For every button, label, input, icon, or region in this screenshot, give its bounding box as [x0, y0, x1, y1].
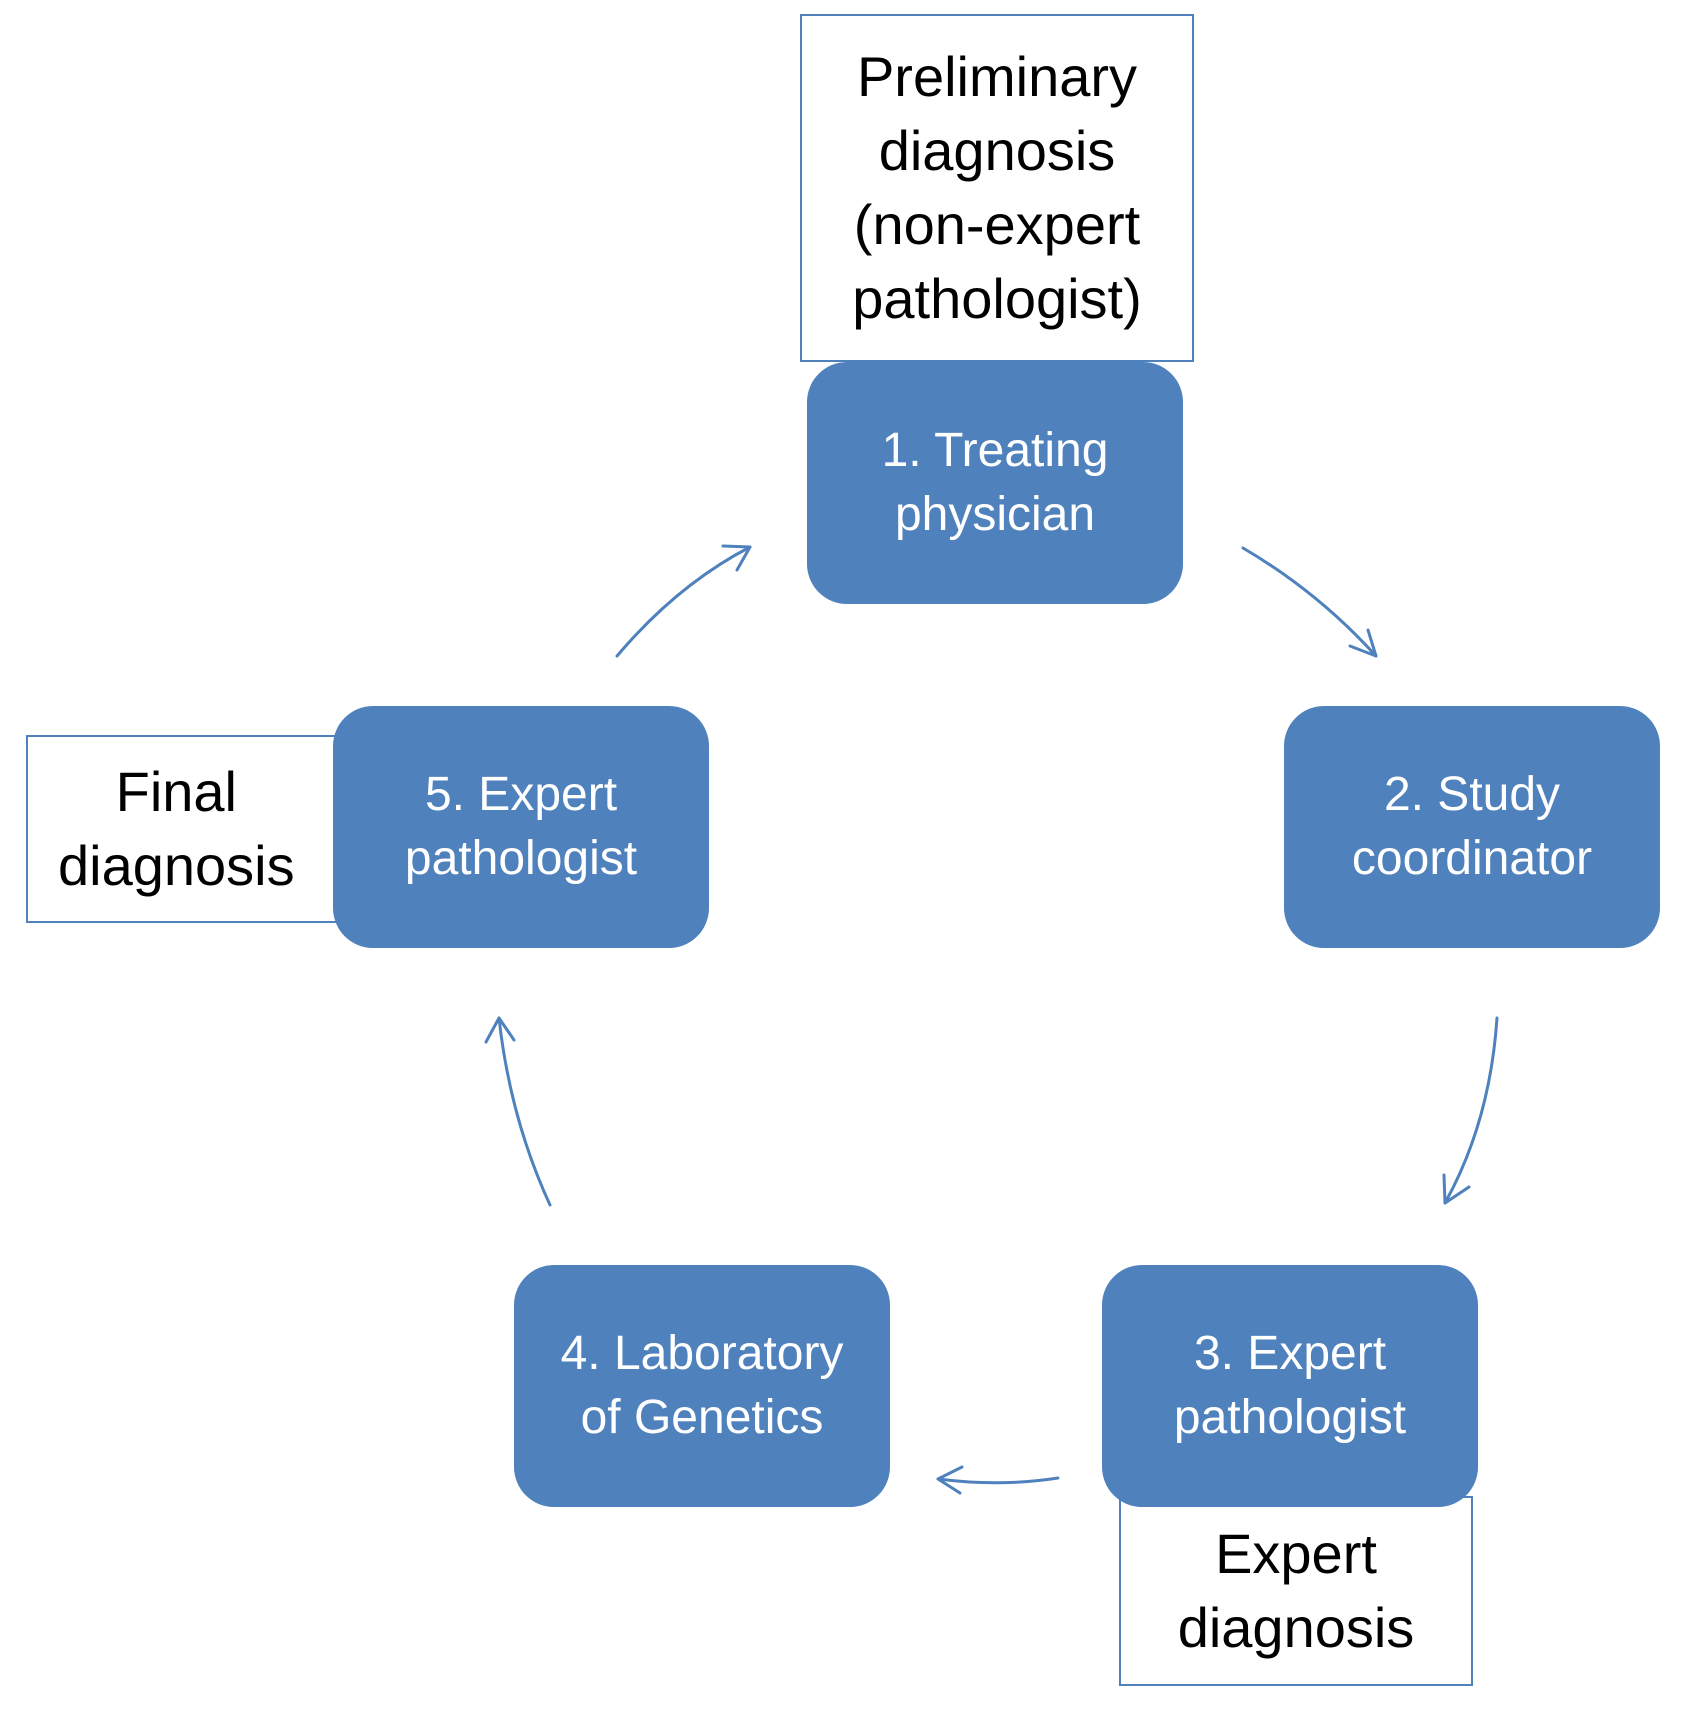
arrow-5-to-1	[615, 544, 752, 658]
arrow-2-to-3	[1442, 1016, 1499, 1205]
node-study-coordinator: 2. Study coordinator	[1284, 706, 1660, 948]
arrow-1-to-2	[1241, 546, 1378, 658]
expert-diagnosis-note: Expert diagnosis	[1119, 1496, 1473, 1686]
final-diagnosis-note: Final diagnosis	[26, 735, 366, 923]
node-treating-physician: 1. Treating physician	[807, 362, 1183, 604]
node-expert-pathologist-3: 3. Expert pathologist	[1102, 1265, 1478, 1507]
arrow-4-to-5	[484, 1016, 552, 1207]
node-laboratory-of-genetics: 4. Laboratory of Genetics	[514, 1265, 890, 1507]
node-expert-pathologist-5: 5. Expert pathologist	[333, 706, 709, 948]
arrow-3-to-4	[936, 1465, 1060, 1495]
preliminary-diagnosis-note: Preliminary diagnosis (non-expert pathol…	[800, 14, 1194, 362]
